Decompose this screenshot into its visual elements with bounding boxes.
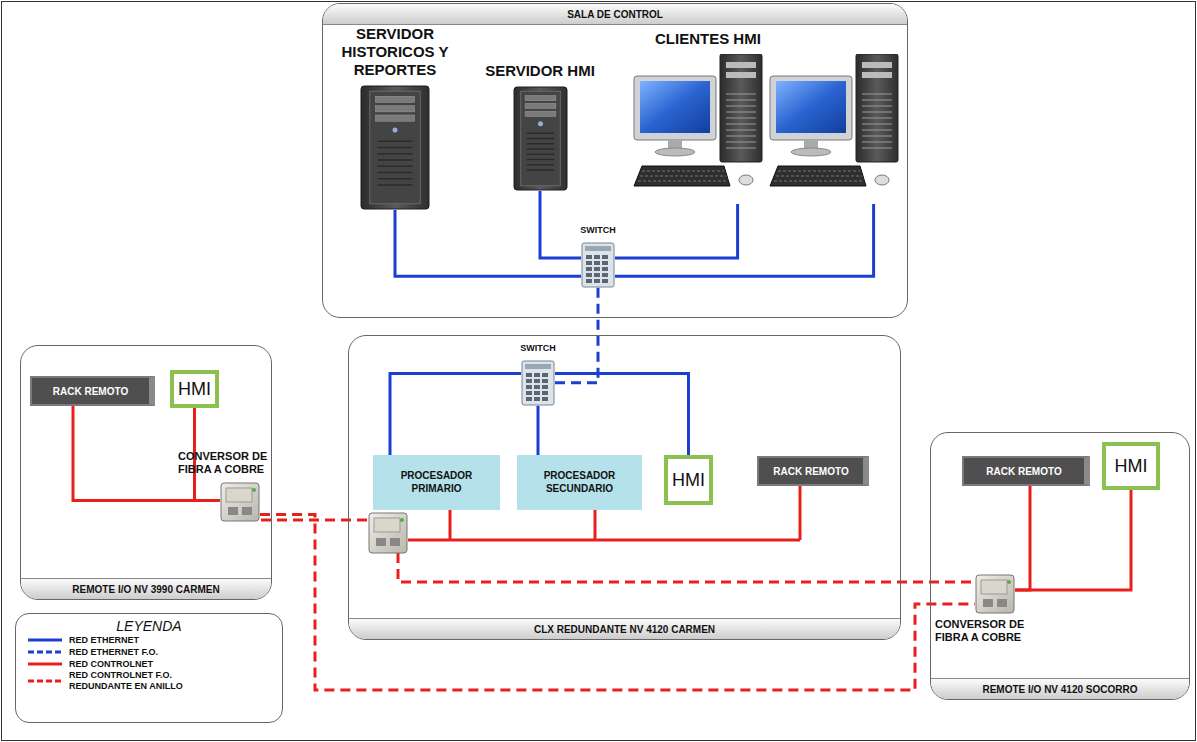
controlnet-link: [1015, 486, 1030, 590]
device-icons: [632, 54, 900, 204]
processor-box: PROCESADOR SECUNDARIO: [517, 455, 642, 510]
device-label-box: SERVIDOR HMI: [470, 62, 610, 191]
hmi-label: HMI: [672, 470, 705, 491]
legend-line-sample: [26, 676, 64, 686]
device-icons: [360, 85, 430, 210]
area-panel: SERVIDOR HISTORICOS Y REPORTES SERVIDOR H…: [322, 3, 908, 318]
computer-icon: [632, 54, 764, 204]
fiber-converter-symbol: [369, 513, 407, 553]
device-label: SWITCH: [518, 343, 558, 354]
fiber-ring-segment: [261, 520, 975, 582]
legend-text: RED ETHERNET F.O.: [69, 647, 219, 658]
server-icon: [513, 86, 568, 191]
device-label: SWITCH: [578, 225, 618, 236]
area-title: SALA DE CONTROL: [567, 9, 663, 20]
legend-text: RED CONTROLNET F.O. REDUNDANTE EN ANILLO: [69, 670, 219, 692]
controlnet-link: [260, 514, 975, 690]
area-title-band: REMOTE I/O NV 3990 CARMEN: [21, 578, 271, 599]
device-label: CLIENTES HMI: [630, 30, 902, 48]
hmi-box: HMI: [170, 370, 219, 408]
area-panel: SWITCH PROCESADOR PRIMARIO PROCESADOR SECU…: [348, 335, 901, 640]
legend-title: LEYENDA: [26, 618, 272, 634]
area-title: REMOTE I/O NV 3990 CARMEN: [72, 584, 219, 595]
converter-icon: [975, 574, 1015, 614]
hmi-box: HMI: [664, 455, 713, 505]
hmi-label: HMI: [1115, 456, 1148, 477]
legend-row: RED ETHERNET: [26, 635, 272, 646]
ethernet-link: [555, 374, 689, 455]
legend-line-sample: [26, 659, 64, 669]
computer-icon: [768, 54, 900, 204]
device-icons: [220, 482, 260, 522]
legend-row: RED CONTROLNET F.O. REDUNDANTE EN ANILLO: [26, 670, 272, 692]
rack-label: RACK REMOTO: [986, 466, 1061, 477]
ethernet-link: [615, 204, 874, 276]
device-icons: [513, 86, 568, 191]
legend-line-sample: [26, 635, 64, 645]
legend-text: RED CONTROLNET: [69, 659, 219, 670]
hmi-box: HMI: [1102, 442, 1160, 490]
device-label-box: CLIENTES HMI: [630, 30, 902, 204]
device-label: SERVIDOR HMI: [470, 62, 610, 80]
device-icons: [975, 574, 1015, 614]
legend-row: RED ETHERNET F.O.: [26, 647, 272, 658]
device-label-box: SWITCH: [578, 225, 618, 288]
device-label: CONVERSOR DE FIBRA A COBRE: [935, 618, 1035, 644]
ethernet-link: [615, 204, 738, 258]
ethernet-link: [390, 374, 521, 455]
server-icon: [360, 85, 430, 210]
device-icons: [521, 360, 555, 406]
rack-label: RACK REMOTO: [53, 386, 128, 397]
switch-icon: [581, 242, 615, 288]
device-label-box: SERVIDOR HISTORICOS Y REPORTES: [330, 25, 460, 210]
remote-rack-box: RACK REMOTO: [757, 456, 869, 486]
converter-icon: [220, 482, 260, 522]
device-label-box: CONVERSOR DE FIBRA A COBRE: [178, 450, 273, 522]
ethernet-link: [395, 210, 581, 276]
remote-rack-box: RACK REMOTO: [30, 376, 155, 406]
rack-label: RACK REMOTO: [773, 466, 848, 477]
legend-line-sample: [26, 647, 64, 657]
controlnet-link: [1015, 490, 1131, 590]
processor-label: PROCESADOR SECUNDARIO: [525, 470, 634, 495]
device-label-box: SWITCH: [518, 343, 558, 406]
area-title-band: CLX REDUNDANTE NV 4120 CARMEN: [349, 618, 900, 639]
area-title: CLX REDUNDANTE NV 4120 CARMEN: [534, 624, 715, 635]
device-label: SERVIDOR HISTORICOS Y REPORTES: [330, 25, 460, 79]
legend-row: RED CONTROLNET: [26, 659, 272, 670]
legend-box: LEYENDARED ETHERNETRED ETHERNET F.O.RED …: [15, 613, 283, 723]
device-icons: [581, 242, 615, 288]
area-title: REMOTE I/O NV 4120 SOCORRO: [982, 684, 1137, 695]
ethernet-link: [540, 191, 581, 258]
area-panel: RACK REMOTO HMI CONVERSOR DE FIBRA A COBRE…: [930, 432, 1190, 700]
area-panel: RACK REMOTO HMI CONVERSOR DE FIBRA A COBRE…: [20, 345, 272, 600]
legend-text: RED ETHERNET: [69, 635, 219, 646]
switch-icon: [521, 360, 555, 406]
area-title-band: REMOTE I/O NV 4120 SOCORRO: [931, 678, 1189, 699]
area-title-band: SALA DE CONTROL: [323, 4, 907, 25]
ethernet-link: [537, 406, 540, 455]
device-label-box: CONVERSOR DE FIBRA A COBRE: [935, 570, 1035, 644]
hmi-label: HMI: [178, 379, 211, 400]
processor-box: PROCESADOR PRIMARIO: [373, 455, 500, 510]
processor-label: PROCESADOR PRIMARIO: [381, 470, 492, 495]
device-label: CONVERSOR DE FIBRA A COBRE: [178, 450, 273, 476]
remote-rack-box: RACK REMOTO: [962, 456, 1090, 486]
